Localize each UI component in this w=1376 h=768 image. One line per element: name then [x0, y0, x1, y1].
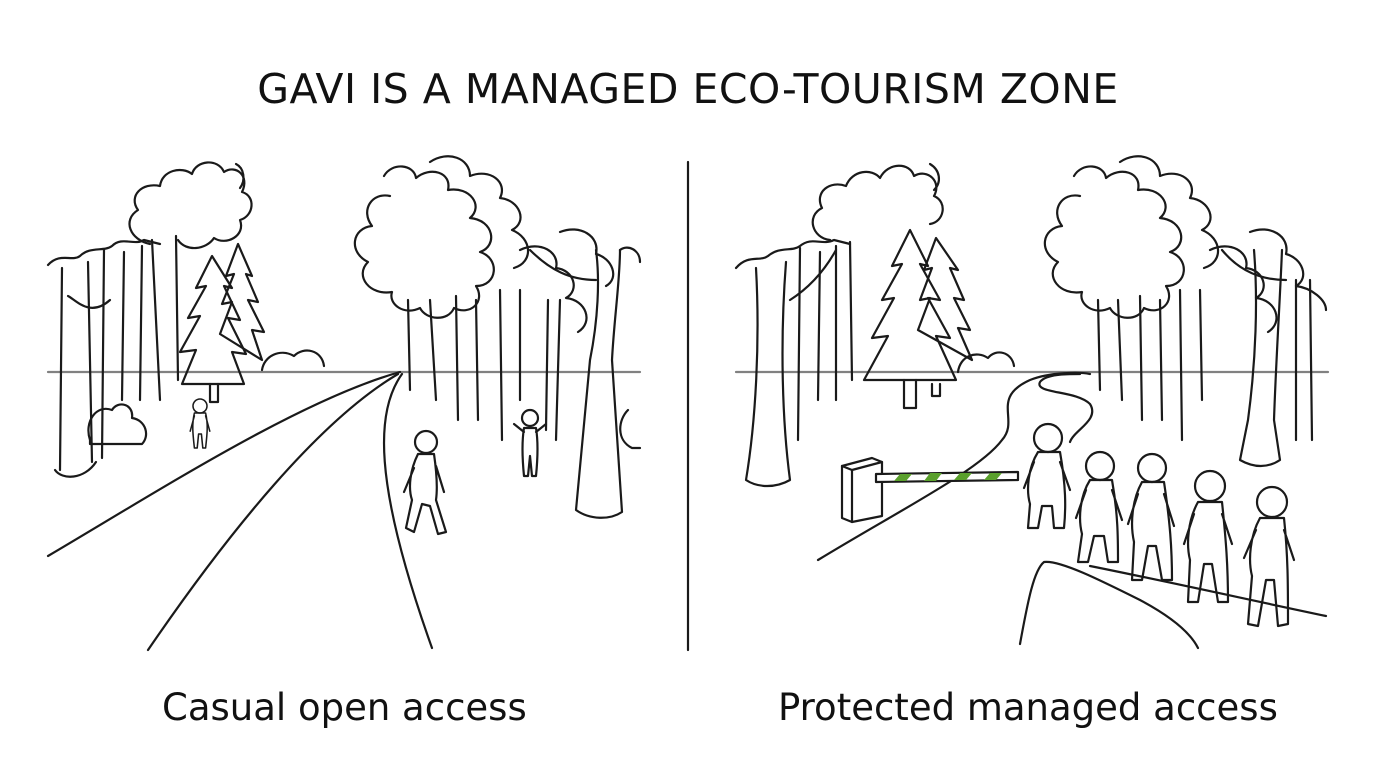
tree-icon — [1043, 155, 1328, 468]
trail-icon — [816, 371, 1094, 562]
person-icon — [1242, 485, 1296, 628]
panel-label-protected-managed-access: Protected managed access — [778, 686, 1278, 729]
person-icon — [1022, 422, 1072, 530]
right-panel-scene — [734, 155, 1330, 650]
person-icon — [1074, 450, 1124, 564]
tree-icon — [46, 234, 180, 478]
bush-icon — [87, 349, 326, 446]
person-icon — [1182, 469, 1234, 604]
tree-icon — [128, 161, 253, 250]
tree-icon — [734, 162, 944, 488]
page-title: GAVI IS A MANAGED ECO-TOURISM ZONE — [257, 65, 1119, 113]
tree-icon — [353, 155, 642, 519]
person-icon — [189, 398, 211, 449]
road-icon — [46, 370, 434, 652]
panel-label-casual-open-access: Casual open access — [162, 686, 527, 729]
pine-tree-icon — [862, 228, 1016, 410]
barrier-gate-icon — [840, 456, 1020, 524]
left-panel-scene — [46, 155, 642, 652]
pine-tree-icon — [178, 242, 266, 404]
person-icon — [402, 429, 448, 536]
person-icon — [512, 408, 548, 478]
person-icon — [1126, 452, 1176, 582]
